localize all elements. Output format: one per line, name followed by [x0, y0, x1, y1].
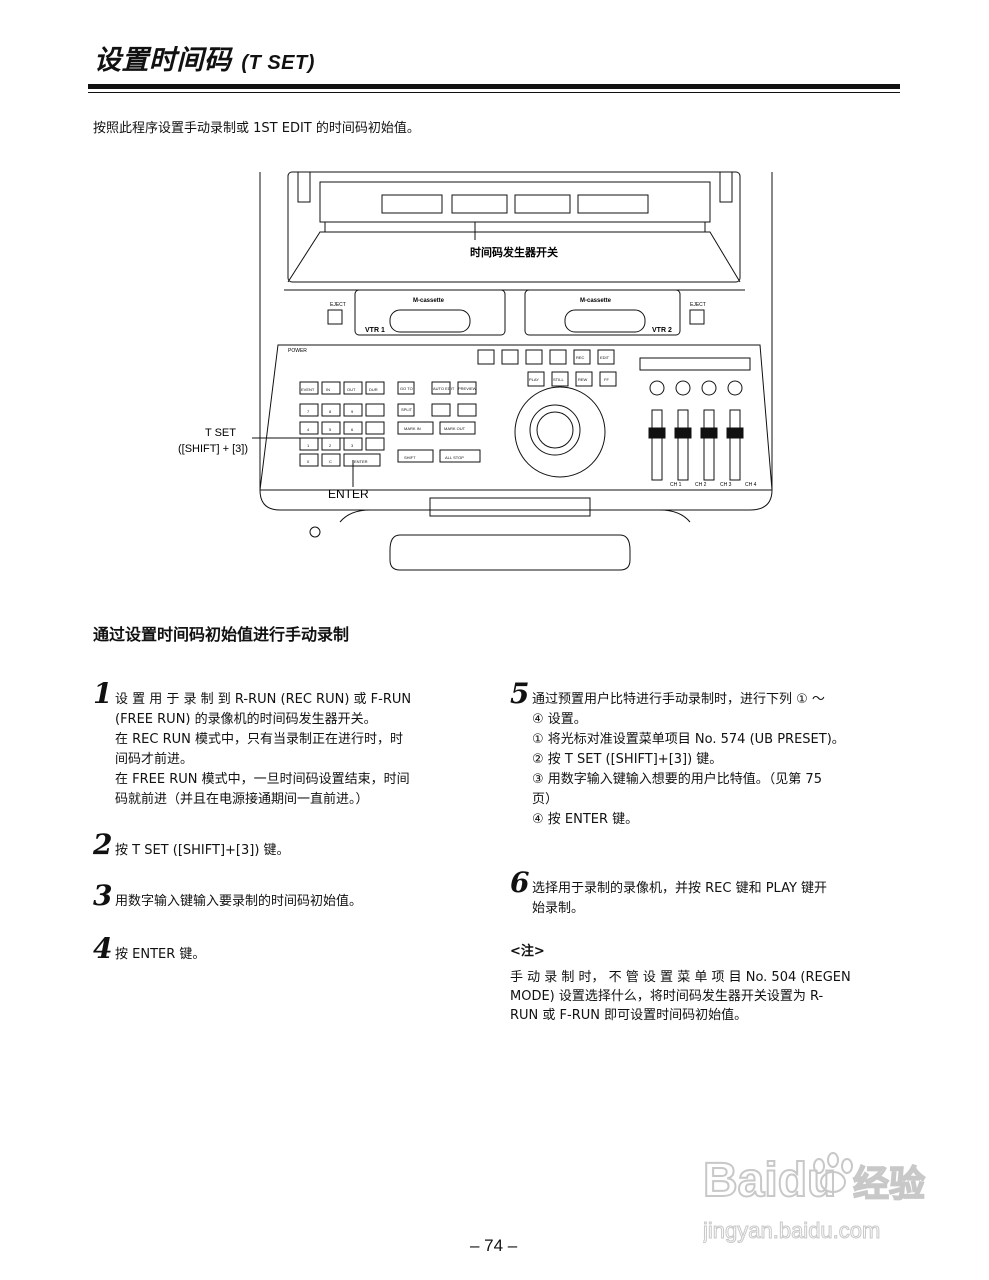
step-line: ④ 按 ENTER 键。: [532, 812, 639, 827]
note-line: RUN 或 F-RUN 即可设置时间码初始值。: [510, 1008, 748, 1023]
key-9: 9: [351, 409, 354, 414]
label-ch1: CH 1: [670, 482, 682, 488]
jog-wheel-outer: [514, 386, 606, 478]
note-line: MODE) 设置选择什么，将时间码发生器开关设置为 R-: [510, 989, 824, 1004]
step-line: 码就前进（并且在电源接通期间一直前进。）: [115, 792, 369, 807]
key-7: 7: [307, 409, 310, 414]
step-line: 用数字输入键输入要录制的时间码初始值。: [115, 894, 363, 909]
step-1-number: 1: [93, 677, 113, 710]
key-in: IN: [326, 387, 330, 392]
label-tset-2: ([SHIFT] + [3]): [178, 443, 248, 455]
step-1-body: 设 置 用 于 录 制 到 R-RUN (REC RUN) 或 F-RUN (F…: [115, 690, 411, 810]
key-edit: EDIT: [600, 355, 610, 360]
step-line: 在 REC RUN 模式中，只有当录制正在进行时，时: [115, 732, 403, 747]
key-rew: REW: [578, 377, 588, 382]
label-cassette-1: M-cassette: [413, 298, 445, 304]
label-ch2: CH 2: [695, 482, 707, 488]
key-dur: DUR: [369, 387, 378, 392]
label-eject-1: EJECT: [330, 302, 346, 308]
key-0: 0: [307, 459, 310, 464]
step-line: 设 置 用 于 录 制 到 R-RUN (REC RUN) 或 F-RUN: [115, 692, 412, 707]
key-enter: ENTER: [354, 459, 368, 464]
key-rec: REC: [576, 355, 585, 360]
key-shift: SHIFT: [404, 455, 416, 460]
step-line: ① 将光标对准设置菜单项目 No. 574 (UB PRESET)。: [532, 732, 845, 747]
key-mark-in: MARK IN: [404, 426, 421, 431]
watermark-brand: Baidu: [703, 1154, 836, 1207]
step-line: ③ 用数字输入键输入想要的用户比特值。（见第 75: [532, 772, 822, 787]
step-2-number: 2: [93, 828, 113, 861]
page-title-suffix: (T SET): [241, 52, 315, 74]
key-play: PLAY: [529, 377, 539, 382]
page-number: – 74 –: [470, 1236, 518, 1255]
title-rule-thin: [88, 92, 900, 93]
page-title-text: 设置时间码: [94, 45, 232, 76]
label-ch4: CH 4: [745, 482, 757, 488]
key-4: 4: [307, 427, 310, 432]
step-line: 页）: [532, 792, 559, 807]
step-line: ② 按 T SET ([SHIFT]+[3]) 键。: [532, 752, 723, 767]
step-line: 选择用于录制的录像机，并按 REC 键和 PLAY 键开: [532, 881, 828, 896]
key-1: 1: [307, 443, 310, 448]
step-5-number: 5: [510, 677, 530, 710]
watermark-url: jingyan.baidu.com: [703, 1218, 880, 1243]
label-eject-2: EJECT: [690, 302, 706, 308]
label-ch3: CH 3: [720, 482, 732, 488]
key-auto-edit: AUTO EDIT: [433, 386, 455, 391]
device-key-labels: EVENT IN OUT DUR 7 8 9 4 5 6 1 2 3 0 C E…: [301, 355, 610, 464]
key-8: 8: [329, 409, 332, 414]
device-illustration: 时间码发生器开关 VTR 1 VTR 2 M-cassette M-casset…: [178, 171, 773, 571]
step-line: ④ 设置。: [532, 712, 587, 727]
key-6: 6: [351, 427, 354, 432]
label-power: POWER: [288, 348, 307, 354]
step-line: 通过预置用户比特进行手动录制时，进行下列 ① ～: [532, 692, 825, 707]
page-title: 设置时间码 (T SET): [94, 38, 315, 77]
step-3-body: 用数字输入键输入要录制的时间码初始值。: [115, 892, 362, 912]
keypad: [299, 381, 385, 467]
note-line: 手 动 录 制 时， 不 管 设 置 菜 单 项 目 No. 504 (REGE…: [510, 970, 851, 985]
key-mark-out: MARK OUT: [444, 426, 466, 431]
note-body: 手 动 录 制 时， 不 管 设 置 菜 单 项 目 No. 504 (REGE…: [510, 968, 902, 1025]
section-heading: 通过设置时间码初始值进行手动录制: [93, 625, 350, 644]
intro-text: 按照此程序设置手动录制或 1ST EDIT 的时间码初始值。: [93, 121, 420, 136]
key-5: 5: [329, 427, 332, 432]
step-line: 按 T SET ([SHIFT]+[3]) 键。: [115, 843, 290, 858]
step-line: 在 FREE RUN 模式中，一旦时间码设置结束，时间: [115, 772, 410, 787]
step-6-body: 选择用于录制的录像机，并按 REC 键和 PLAY 键开 始录制。: [532, 879, 827, 919]
key-2: 2: [329, 443, 332, 448]
watermark-brand-cn: 经验: [853, 1163, 925, 1204]
key-split: SPLIT: [401, 407, 413, 412]
key-3: 3: [351, 443, 354, 448]
step-line: 间码才前进。: [115, 752, 194, 767]
label-vtr2: VTR 2: [652, 327, 672, 334]
baidu-watermark: Baidu 经验 jingyan.baidu.com: [703, 1152, 926, 1244]
key-still: STILL: [553, 377, 564, 382]
key-all-stop: ALL STOP: [445, 455, 464, 460]
lid-outline: [287, 171, 741, 283]
step-3-number: 3: [93, 879, 113, 912]
label-tset-1: T SET: [205, 427, 236, 439]
label-vtr1: VTR 1: [365, 327, 385, 334]
key-event: EVENT: [301, 387, 315, 392]
key-ff: FF: [604, 377, 609, 382]
label-cassette-2: M-cassette: [580, 298, 612, 304]
key-go-to: GO TO: [400, 386, 413, 391]
key-out: OUT: [347, 387, 356, 392]
step-line: 按 ENTER 键。: [115, 947, 206, 962]
paw-icon: [813, 1152, 853, 1193]
note-title: <注>: [510, 944, 545, 959]
step-4-number: 4: [93, 932, 113, 965]
step-line: 始录制。: [532, 901, 585, 916]
step-6-number: 6: [510, 866, 530, 899]
key-preview: PREVIEW: [458, 386, 477, 391]
key-c: C: [329, 459, 332, 464]
step-line: (FREE RUN) 的录像机的时间码发生器开关。: [115, 712, 377, 727]
title-rule-thick: [88, 84, 900, 89]
step-2-body: 按 T SET ([SHIFT]+[3]) 键。: [115, 841, 290, 861]
step-4-body: 按 ENTER 键。: [115, 945, 205, 965]
jog-wheel-inner: [529, 404, 581, 456]
label-tc-switch: 时间码发生器开关: [470, 245, 558, 259]
label-enter: ENTER: [328, 487, 369, 501]
step-5-body: 通过预置用户比特进行手动录制时，进行下列 ① ～ ④ 设置。 ① 将光标对准设置…: [532, 690, 845, 830]
